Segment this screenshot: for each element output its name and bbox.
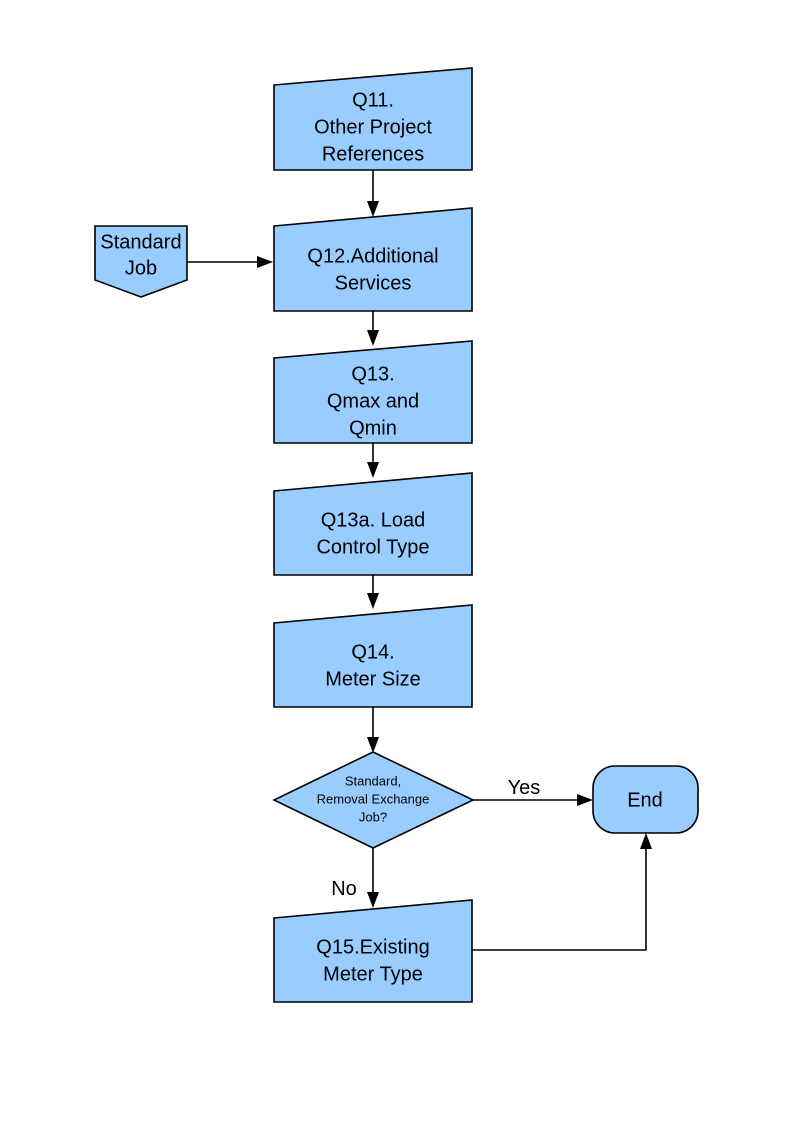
node-label-q13-line3: Qmin xyxy=(349,417,397,439)
edge-q12-to-q13 xyxy=(367,311,379,346)
node-label-standard-job-line1: Standard xyxy=(100,231,181,253)
edge-standardjob-to-q12 xyxy=(187,256,273,268)
node-q14[interactable]: Q14. Meter Size xyxy=(273,604,473,708)
edge-q13-to-q13a xyxy=(367,443,379,478)
arrow-head-icon xyxy=(367,330,379,346)
arrow-head-icon xyxy=(367,462,379,478)
node-shape-q12[interactable] xyxy=(273,207,473,312)
node-label-q14-line2: Meter Size xyxy=(325,668,421,690)
node-shape-q14[interactable] xyxy=(273,604,473,708)
node-label-decision-line1: Standard, xyxy=(345,773,401,788)
arrow-head-icon xyxy=(577,794,593,806)
node-q12[interactable]: Q12.Additional Services xyxy=(273,207,473,312)
node-label-decision-line3: Job? xyxy=(359,809,387,824)
edge-label-yes: Yes xyxy=(508,777,541,799)
arrow-head-icon xyxy=(367,201,379,217)
node-shape-q11[interactable] xyxy=(273,67,473,171)
edge-decision-to-end: Yes xyxy=(473,777,593,806)
node-shape-decision[interactable] xyxy=(272,751,475,849)
node-label-end: End xyxy=(627,789,663,811)
edge-decision-to-q15: No xyxy=(331,848,379,908)
node-shape-q13a[interactable] xyxy=(273,472,473,576)
node-label-standard-job-line2: Job xyxy=(125,257,157,279)
node-label-q15-line1: Q15.Existing xyxy=(316,936,429,958)
node-standard-job[interactable]: Standard Job xyxy=(94,225,188,298)
node-end[interactable]: End xyxy=(592,765,699,834)
node-label-q11-line1: Q11. xyxy=(352,89,394,111)
edge-q11-to-q12 xyxy=(367,170,379,217)
edge-q14-to-decision xyxy=(367,707,379,753)
node-label-q14-line1: Q14. xyxy=(351,641,394,663)
node-label-q11-line3: References xyxy=(322,143,424,165)
edge-line xyxy=(472,845,647,951)
node-shape-q13[interactable] xyxy=(273,340,473,444)
edge-q13a-to-q14 xyxy=(367,575,379,609)
node-label-q12-line1: Q12.Additional xyxy=(307,245,438,267)
node-shape-q15[interactable] xyxy=(273,899,473,1003)
node-label-q12-line2: Services xyxy=(335,272,412,294)
arrow-head-icon xyxy=(257,256,273,268)
arrow-head-icon xyxy=(367,593,379,609)
arrow-head-icon xyxy=(367,892,379,908)
node-label-q15-line2: Meter Type xyxy=(323,963,423,985)
edge-q15-to-end xyxy=(472,833,652,951)
node-decision[interactable]: Standard, Removal Exchange Job? xyxy=(272,751,475,849)
arrow-head-icon xyxy=(367,737,379,753)
node-q13[interactable]: Q13. Qmax and Qmin xyxy=(273,340,473,444)
node-label-q11-line2: Other Project xyxy=(314,116,432,138)
node-q15[interactable]: Q15.Existing Meter Type xyxy=(273,899,473,1003)
node-label-decision-line2: Removal Exchange xyxy=(317,791,430,806)
edge-label-no: No xyxy=(331,878,357,900)
node-shape-end[interactable] xyxy=(592,765,699,834)
node-shape-standard-job[interactable] xyxy=(94,225,188,298)
node-q13a[interactable]: Q13a. Load Control Type xyxy=(273,472,473,576)
node-label-q13a-line1: Q13a. Load xyxy=(321,509,426,531)
arrow-head-icon xyxy=(640,833,652,849)
node-label-q13a-line2: Control Type xyxy=(316,536,429,558)
node-label-q13-line1: Q13. xyxy=(351,363,394,385)
node-q11[interactable]: Q11. Other Project References xyxy=(273,67,473,171)
node-label-q13-line2: Qmax and xyxy=(327,390,419,412)
